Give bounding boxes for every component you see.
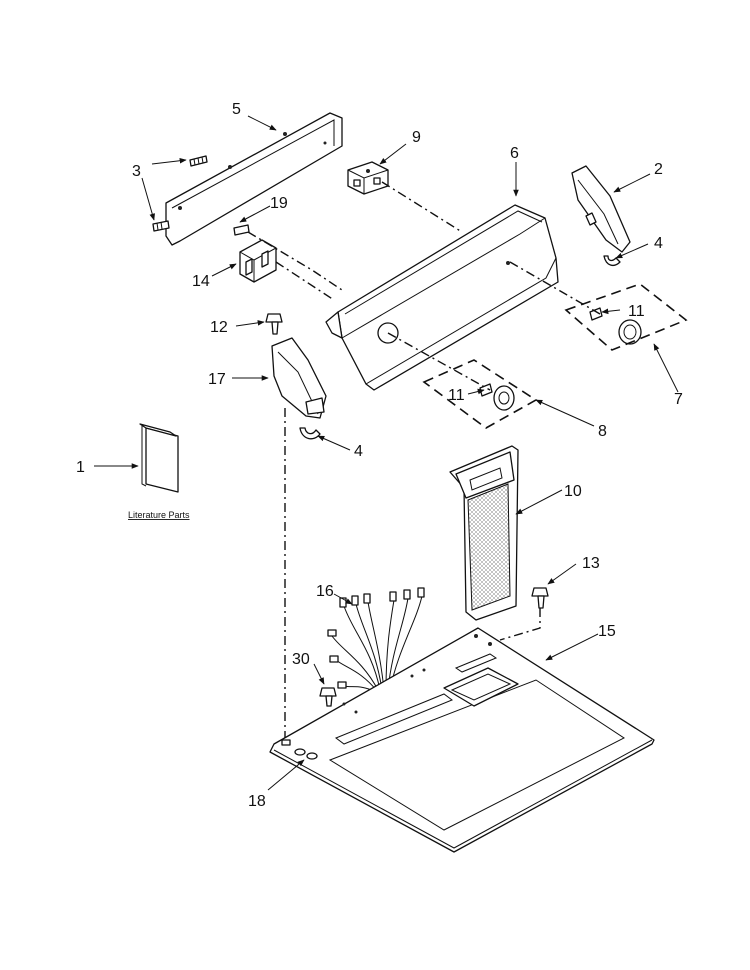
literature-parts-label: Literature Parts [128,510,190,520]
part-10-lint-screen [449,445,519,621]
part-2-end-cap-right [571,165,631,253]
part-9-switch [347,161,389,195]
part-19-screw [233,224,250,236]
part-14-bracket [239,239,277,283]
part-4-clip-left [299,427,321,440]
callout-17: 17 [208,371,226,388]
callout-11-right: 11 [628,303,645,320]
part-1-literature [139,423,179,493]
callout-16: 16 [316,583,334,600]
callout-4-left: 4 [354,443,363,460]
callout-3: 3 [132,163,141,180]
part-18-clips [281,739,318,760]
callout-1: 1 [76,459,85,476]
part-3-screw-upper [189,155,208,167]
callout-15: 15 [598,623,616,640]
callout-12: 12 [210,319,228,336]
part-6-console [325,204,559,391]
callout-9: 9 [412,129,421,146]
callout-2: 2 [654,161,663,178]
group-box-knob-7 [564,283,688,351]
group-box-knob-8 [422,359,538,429]
assembly-lines [247,181,601,742]
callout-13: 13 [582,555,600,572]
callout-7: 7 [674,391,683,408]
part-13-screw [531,587,549,609]
part-8-knob [479,383,515,411]
callout-18: 18 [248,793,266,810]
part-30-screw [319,687,337,707]
callout-30: 30 [292,651,310,668]
callout-10: 10 [564,483,582,500]
leader-lines [94,115,679,791]
callout-11-left: 11 [448,387,465,404]
callout-19: 19 [270,195,288,212]
callout-8: 8 [598,423,607,440]
callout-labels: 5 3 19 14 9 6 2 4 11 7 12 17 11 8 4 1 10… [76,101,683,810]
callout-4-right: 4 [654,235,663,252]
part-17-end-cap-left [271,337,327,419]
part-3-screw-lower [152,220,170,232]
part-12-screw [265,313,283,335]
part-7-knob [589,307,642,345]
part-15-top-panel [269,627,655,853]
part-5-rear-panel [165,112,343,246]
callout-14: 14 [192,273,210,290]
callout-5: 5 [232,101,241,118]
callout-6: 6 [510,145,519,162]
